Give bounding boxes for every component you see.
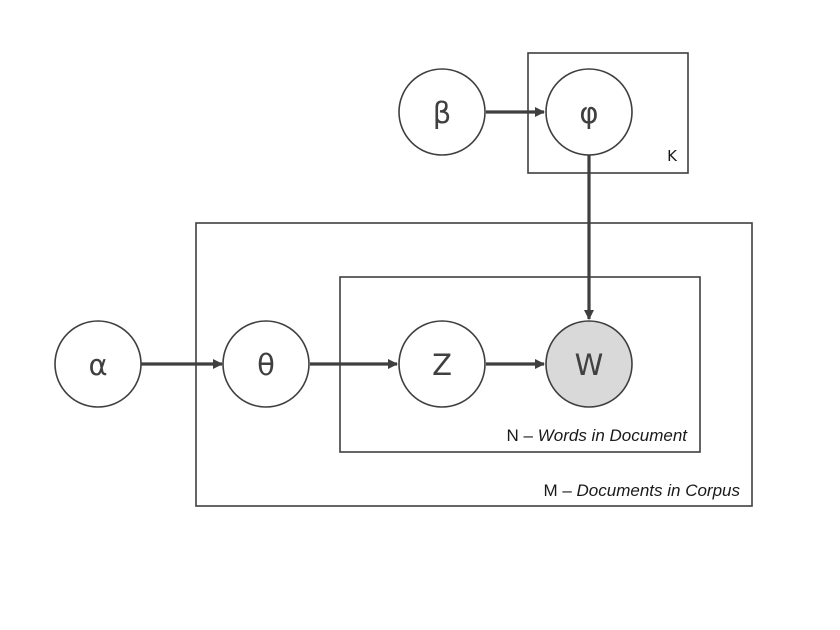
plate-n-label: N – Words in Document <box>507 426 689 445</box>
node-theta: θ <box>222 320 310 408</box>
plate-m-letter: M <box>543 481 557 500</box>
node-beta: β <box>398 68 486 156</box>
plate-m-label: M – Documents in Corpus <box>543 481 740 500</box>
node-w: W <box>545 320 633 408</box>
node-w-label: W <box>575 348 604 382</box>
node-z: Z <box>398 320 486 408</box>
plate-m-dash: – <box>558 481 577 500</box>
plate-n-description: Words in Document <box>538 426 689 445</box>
node-theta-circle <box>222 320 310 408</box>
node-beta-label: β <box>433 96 452 130</box>
node-phi-label: φ <box>579 96 598 130</box>
plate-n-dash: – <box>519 426 538 445</box>
node-w-circle <box>545 320 633 408</box>
node-alpha: α <box>54 320 142 408</box>
node-beta-circle <box>398 68 486 156</box>
node-phi-circle <box>545 68 633 156</box>
node-alpha-label: α <box>88 348 107 382</box>
node-alpha-circle <box>54 320 142 408</box>
node-z-circle <box>398 320 486 408</box>
node-z-label: Z <box>432 348 452 382</box>
node-phi: φ <box>545 68 633 156</box>
plate-k-label: K <box>667 147 678 165</box>
node-theta-label: θ <box>257 348 275 382</box>
plate-n-letter: N <box>507 426 519 445</box>
plate-m-description: Documents in Corpus <box>577 481 741 500</box>
